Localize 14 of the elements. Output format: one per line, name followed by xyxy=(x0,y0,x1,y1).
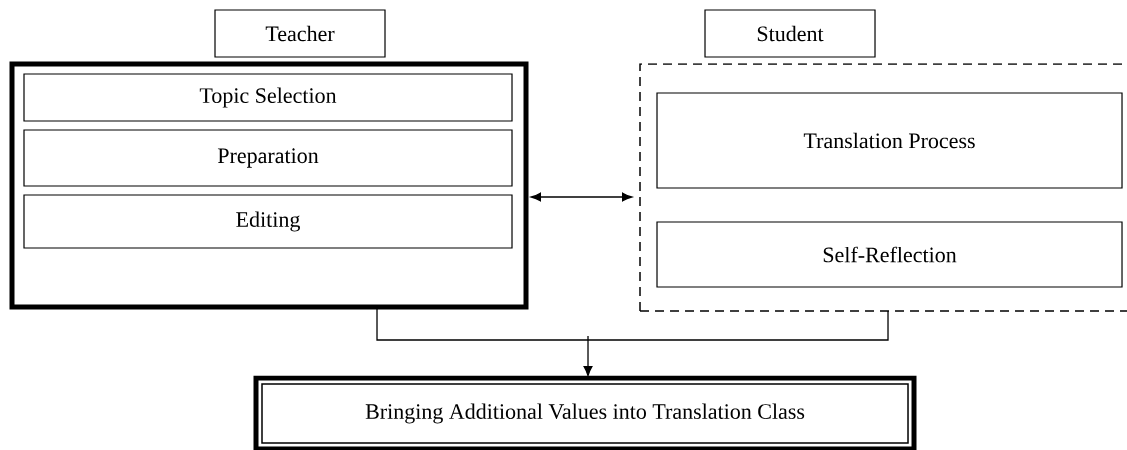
connector-line xyxy=(376,306,589,341)
process-box: Translation Process xyxy=(656,92,1123,189)
result-box: Bringing Additional Values into Translation Class xyxy=(253,375,917,450)
group-frame xyxy=(9,61,529,310)
process-box: Editing xyxy=(23,194,513,249)
process-box: Self-Reflection xyxy=(656,221,1123,288)
process-box: Topic Selection xyxy=(23,73,513,122)
role-box: Student xyxy=(704,9,876,58)
arrow xyxy=(530,192,633,202)
arrow xyxy=(583,335,593,377)
role-box: Teacher xyxy=(214,9,386,58)
connector-line xyxy=(587,310,889,341)
group-frame xyxy=(639,63,1127,312)
process-box: Preparation xyxy=(23,129,513,187)
